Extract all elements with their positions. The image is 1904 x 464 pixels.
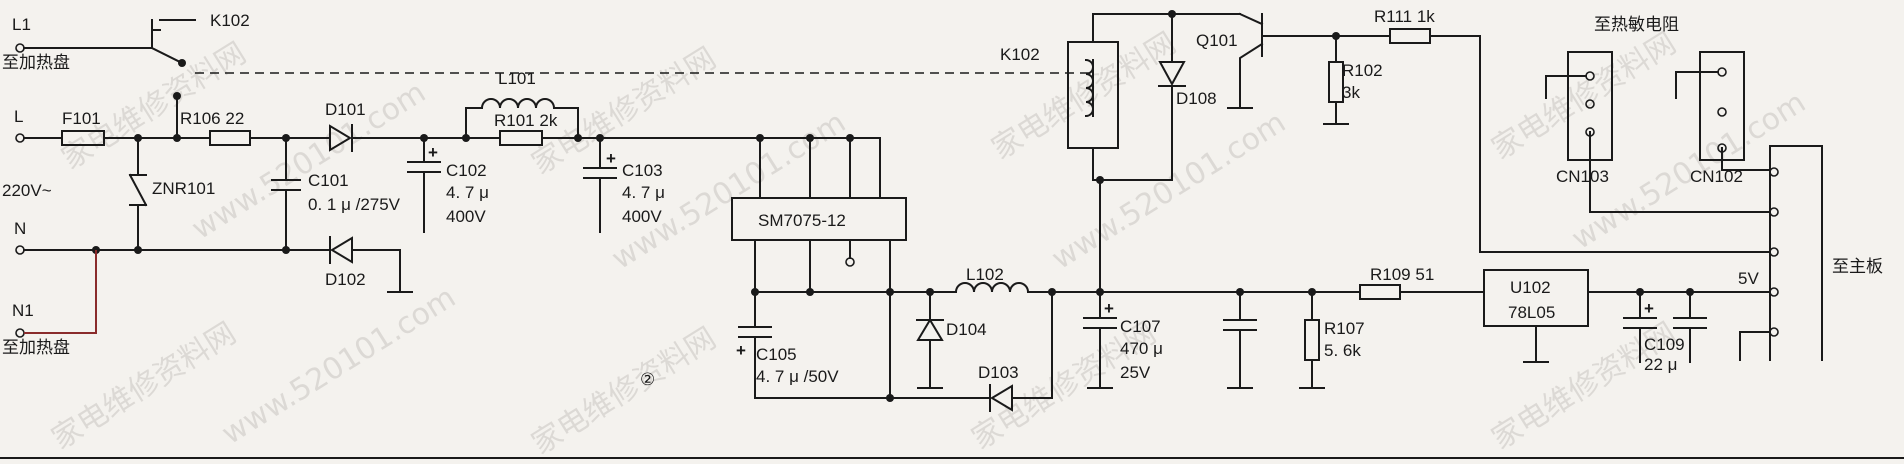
k102-switch-label: K102	[210, 11, 250, 30]
regulator-u102: U102 78L05 + C109 22 μ 5V	[1483, 269, 1771, 374]
c107-value2: 25V	[1120, 363, 1151, 382]
terminal-l: L	[14, 107, 23, 126]
r101-label: R101 2k	[494, 111, 558, 130]
figure-number: ②	[640, 370, 655, 389]
watermark-url: www.520101.com	[216, 280, 462, 452]
c109-value: 22 μ	[1644, 355, 1677, 374]
d103-label: D103	[978, 363, 1019, 382]
r107-label: R107	[1324, 319, 1365, 338]
input-voltage: 220V~	[2, 181, 52, 200]
r107-value: 5. 6k	[1324, 341, 1361, 360]
watermark-url: www.520101.com	[1046, 105, 1292, 277]
znr101-and-c101: ZNR101 C101 0. 1 μ /275V	[128, 137, 401, 251]
c107-label: C107	[1120, 317, 1161, 336]
l102-label: L102	[966, 265, 1004, 284]
d102-label: D102	[325, 270, 366, 289]
svg-text:+: +	[736, 341, 746, 360]
to-mainboard-label: 至主板	[1832, 257, 1883, 277]
c105-value: 4. 7 μ /50V	[756, 367, 839, 386]
terminal-n1: N1	[12, 301, 34, 320]
to-thermistor-label: 至热敏电阻	[1594, 15, 1679, 35]
watermark-cn: 家电维修资料网	[56, 36, 253, 177]
watermark-url: www.520101.com	[186, 75, 432, 247]
l101-label: L101	[498, 69, 536, 88]
label-5v: 5V	[1738, 269, 1759, 288]
c102-polarity: +	[428, 143, 438, 162]
terminal-l1: L1	[12, 15, 31, 34]
c103-label: C103	[622, 161, 663, 180]
c102-label: C102	[446, 161, 487, 180]
c107-value1: 470 μ	[1120, 339, 1163, 358]
resistor-r106	[209, 130, 251, 146]
r102-label: R102	[1342, 61, 1383, 80]
q101-label: Q101	[1196, 31, 1238, 50]
capacitor-c105: + C105 4. 7 μ /50V ②	[640, 291, 891, 399]
znr101-label: ZNR101	[152, 179, 215, 198]
r102-value: 3k	[1342, 83, 1360, 102]
d101-label: D101	[325, 100, 366, 119]
r111-label: R111 1k	[1374, 7, 1435, 26]
relay-contact-k102: K102	[23, 11, 1090, 121]
terminal-l1-to: 至加热盘	[2, 53, 70, 73]
f101-label: F101	[62, 109, 101, 128]
c103-value1: 4. 7 μ	[622, 183, 665, 202]
connectors: 至热敏电阻 CN103 CN102 至主板	[1545, 15, 1883, 361]
r109-label: R109 51	[1370, 265, 1434, 284]
watermark-cn: 家电维修资料网	[526, 321, 723, 462]
terminal-n: N	[14, 219, 26, 238]
ic-sm7075: SM7075-12	[731, 137, 907, 402]
d104-label: D104	[946, 320, 987, 339]
c109-label: C109	[1644, 335, 1685, 354]
buck-section: D104 L102 D103	[889, 265, 1101, 412]
r106-label: R106 22	[180, 109, 244, 128]
c102-value1: 4. 7 μ	[446, 183, 489, 202]
sm7075-label: SM7075-12	[758, 211, 846, 230]
c102-value2: 400V	[446, 207, 486, 226]
l101-r101: L101 R101 2k	[465, 69, 881, 146]
c105-label: C105	[756, 345, 797, 364]
d108-label: D108	[1176, 89, 1217, 108]
svg-text:+: +	[1644, 299, 1654, 318]
cn103-label: CN103	[1556, 167, 1609, 186]
terminal-n1-to: 至加热盘	[2, 338, 70, 358]
output-rail: + C107 470 μ 25V R107 5. 6k R109 51	[1083, 265, 1485, 389]
svg-text:+: +	[1104, 299, 1114, 318]
watermark-cn: 家电维修资料网	[1486, 26, 1683, 167]
watermark-cn: 家电维修资料网	[966, 316, 1163, 457]
watermark-cn: 家电维修资料网	[46, 316, 243, 457]
input-terminals: L1 至加热盘 L 220V~ N N1 至加热盘	[2, 15, 70, 358]
c103-value2: 400V	[622, 207, 662, 226]
mains-n-line: D102	[23, 236, 413, 334]
mains-l-line: F101 R106 22 D101	[23, 100, 471, 152]
cn102-label: CN102	[1690, 167, 1743, 186]
svg-text:+: +	[606, 149, 616, 168]
watermark-layer: 家电维修资料网 www.520101.com 家电维修资料网 www.52010…	[46, 26, 1812, 462]
c101-label: C101	[308, 171, 349, 190]
u102-label: U102	[1510, 278, 1551, 297]
u102-part: 78L05	[1508, 303, 1555, 322]
capacitor-c103: + C103 4. 7 μ 400V	[583, 137, 665, 233]
c101-value: 0. 1 μ /275V	[308, 195, 401, 214]
relay-driver: K102 D108 Q101 R102 3k R111 1k	[1000, 7, 1771, 296]
capacitor-c102: + C102 4. 7 μ 400V	[407, 137, 489, 233]
k102-coil-label: K102	[1000, 45, 1040, 64]
